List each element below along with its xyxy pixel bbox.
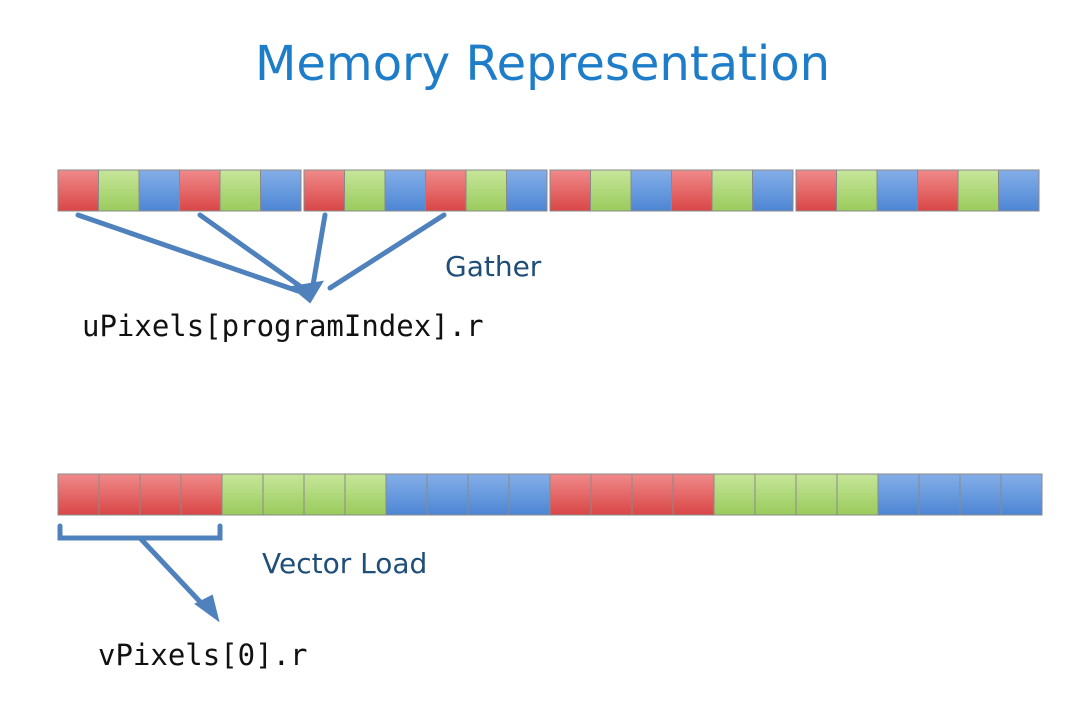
memory-cell-red (98, 473, 141, 516)
soa-memory-row (57, 473, 1043, 516)
gather-arrow-3 (310, 212, 328, 288)
memory-cell-blue (630, 169, 672, 212)
vector-load-arrow (137, 535, 207, 609)
aos-memory-row (57, 169, 1040, 212)
memory-cell-green (795, 473, 838, 516)
memory-cell-green (711, 169, 753, 212)
memory-cell-green (219, 169, 261, 212)
memory-cell-green (221, 473, 264, 516)
memory-cell-blue (260, 169, 302, 212)
gather-arrowhead (289, 280, 324, 304)
memory-cell-red (631, 473, 674, 516)
slide-title: Memory Representation (254, 36, 830, 92)
memory-cell-blue (138, 169, 180, 212)
memory-cell-red (917, 169, 959, 212)
memory-cell-blue (918, 473, 961, 516)
memory-cell-blue (876, 169, 918, 212)
memory-cell-green (836, 473, 879, 516)
memory-cell-green (836, 169, 878, 212)
memory-cell-green (754, 473, 797, 516)
memory-cell-red (179, 169, 221, 212)
vector-load-code-expression: vPixels[0].r (98, 638, 308, 672)
memory-cell-green (98, 169, 140, 212)
memory-cell-red (180, 473, 223, 516)
memory-cell-red (672, 473, 715, 516)
gather-label: Gather (445, 250, 542, 283)
memory-cell-red (425, 169, 467, 212)
memory-cell-blue (998, 169, 1040, 212)
gather-arrows (75, 212, 447, 304)
vector-load-arrowhead (194, 594, 220, 623)
memory-cell-red (57, 169, 99, 212)
memory-cell-green (590, 169, 632, 212)
memory-cell-red (549, 473, 592, 516)
memory-cell-blue (506, 169, 548, 212)
memory-cell-blue (508, 473, 551, 516)
memory-cell-blue (959, 473, 1002, 516)
memory-cell-blue (877, 473, 920, 516)
memory-cell-green (262, 473, 305, 516)
memory-cell-blue (752, 169, 794, 212)
gather-arrow-1 (75, 212, 301, 294)
memory-cell-green (713, 473, 756, 516)
vector-load-label: Vector Load (262, 547, 428, 580)
memory-cell-red (139, 473, 182, 516)
gather-arrow-2 (197, 212, 307, 292)
memory-cell-red (303, 169, 345, 212)
vector-load-bracket (57, 523, 223, 623)
memory-cell-green (465, 169, 507, 212)
memory-cell-blue (1000, 473, 1043, 516)
memory-cell-green (303, 473, 346, 516)
memory-cell-red (549, 169, 591, 212)
memory-cell-green (957, 169, 999, 212)
memory-cell-green (344, 473, 387, 516)
memory-cell-red (795, 169, 837, 212)
memory-cell-blue (467, 473, 510, 516)
memory-cell-blue (384, 169, 426, 212)
memory-cell-red (590, 473, 633, 516)
memory-cell-red (57, 473, 100, 516)
memory-cell-blue (426, 473, 469, 516)
memory-cell-red (671, 169, 713, 212)
memory-cell-green (344, 169, 386, 212)
memory-cell-blue (385, 473, 428, 516)
gather-arrow-4 (327, 212, 447, 291)
gather-code-expression: uPixels[programIndex].r (82, 309, 484, 343)
